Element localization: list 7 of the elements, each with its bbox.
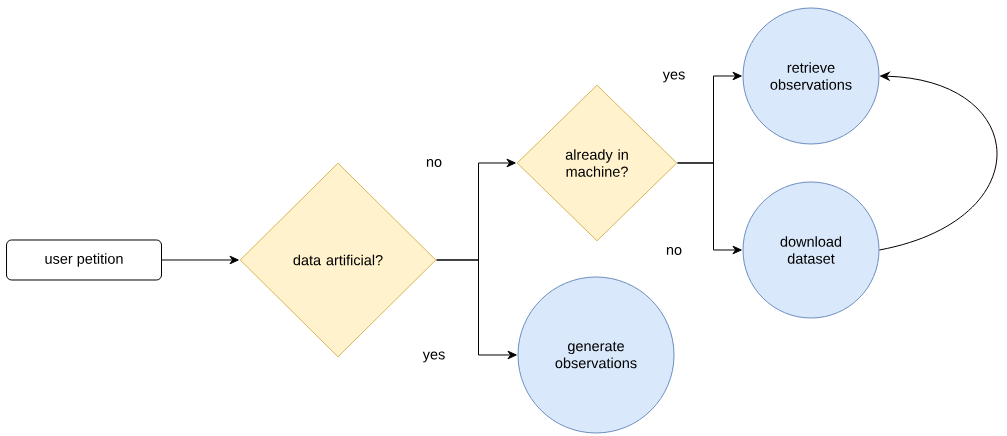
arrow bbox=[879, 71, 998, 251]
edge-label: no bbox=[664, 246, 684, 256]
arrow bbox=[436, 259, 517, 360]
process-box: user petition bbox=[6, 239, 162, 281]
arrow bbox=[161, 255, 239, 265]
arrow bbox=[677, 162, 742, 255]
edge-label: yes bbox=[661, 70, 687, 84]
